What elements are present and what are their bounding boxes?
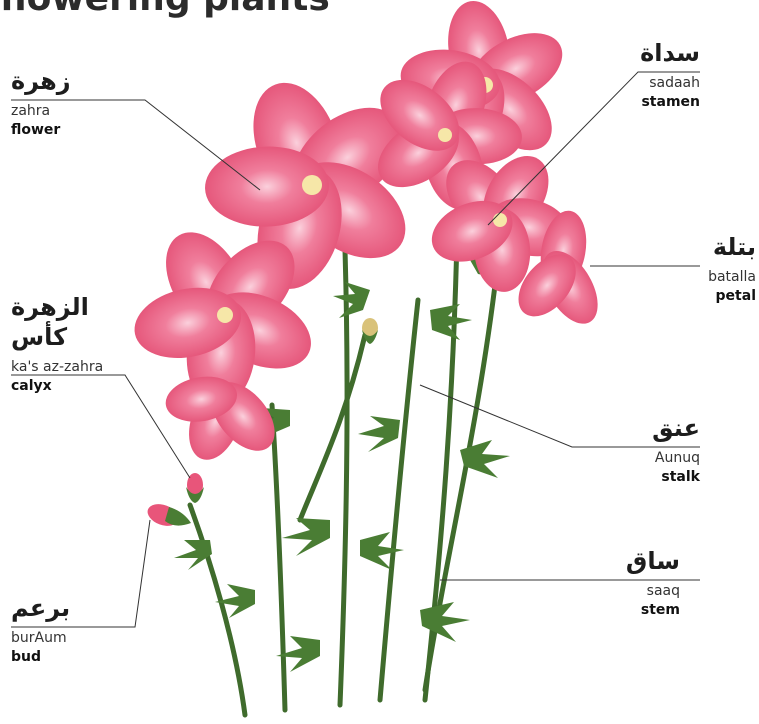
label-bud-translit: burAum — [11, 629, 70, 648]
label-stamen: سداة sadaah stamen — [640, 38, 700, 112]
label-flower-arabic: زهرة — [11, 66, 71, 96]
label-stem-arabic: ساق — [626, 546, 680, 576]
label-stem-english: stem — [626, 601, 680, 620]
label-calyx-arabic-1: الزهرة — [11, 292, 103, 322]
label-petal-translit: batalla — [708, 268, 756, 287]
flower-lower-left — [162, 370, 287, 467]
bud-left — [145, 500, 191, 530]
label-flower-translit: zahra — [11, 102, 71, 121]
label-calyx-english: calyx — [11, 377, 103, 396]
label-petal-english: petal — [708, 287, 756, 306]
label-petal-arabic: بتلة — [708, 232, 756, 262]
label-flower: زهرة zahra flower — [11, 66, 71, 140]
label-stalk-arabic: عنق — [652, 413, 700, 443]
label-bud: برعم burAum bud — [11, 593, 70, 667]
label-stalk-translit: Aunuq — [652, 449, 700, 468]
label-calyx-arabic-2: كأس — [11, 322, 103, 352]
label-bud-arabic: برعم — [11, 593, 70, 623]
label-petal: بتلة batalla petal — [708, 232, 756, 306]
label-calyx-translit: ka's az-zahra — [11, 358, 103, 377]
label-stamen-translit: sadaah — [640, 74, 700, 93]
label-calyx: الزهرة كأس ka's az-zahra calyx — [11, 292, 103, 396]
label-flower-english: flower — [11, 121, 71, 140]
label-stem: ساق saaq stem — [626, 546, 680, 620]
label-stem-translit: saaq — [626, 582, 680, 601]
label-stamen-arabic: سداة — [640, 38, 700, 68]
label-stamen-english: stamen — [640, 93, 700, 112]
label-stalk: عنق Aunuq stalk — [652, 413, 700, 487]
label-stalk-english: stalk — [652, 468, 700, 487]
label-bud-english: bud — [11, 648, 70, 667]
bud-upper — [186, 473, 204, 503]
